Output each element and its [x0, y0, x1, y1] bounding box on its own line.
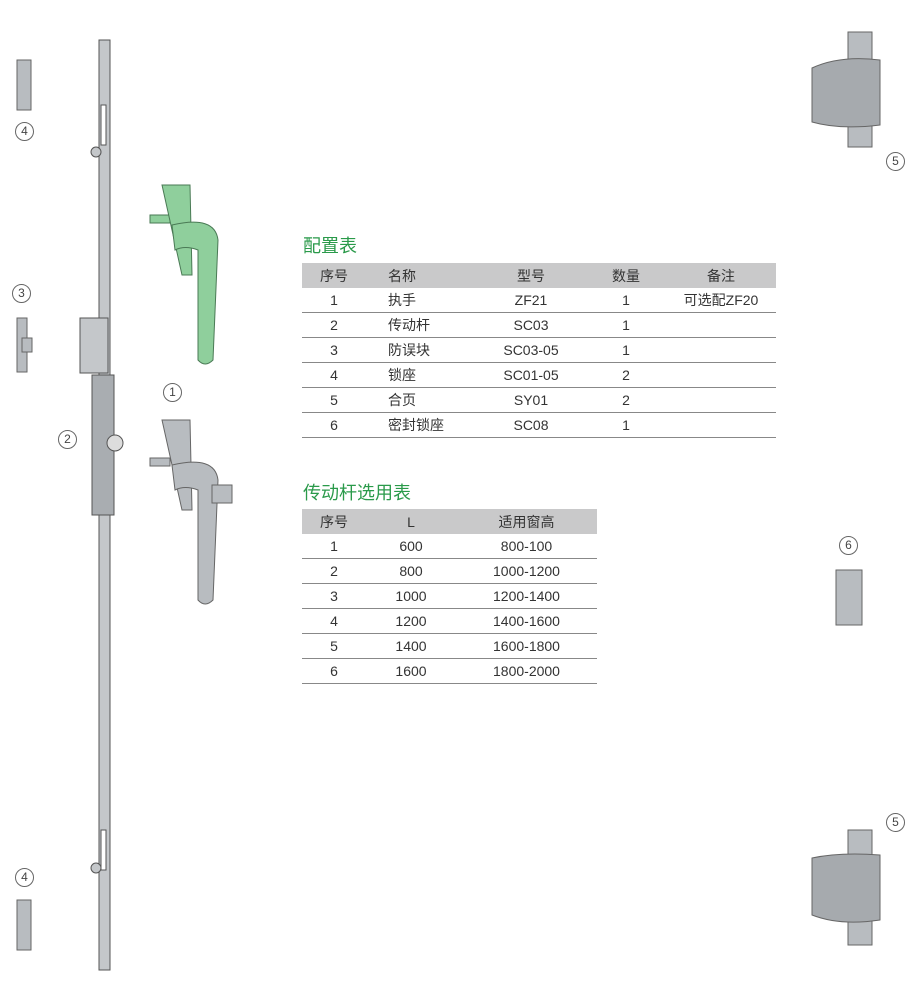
table-cell: 1400: [366, 633, 456, 659]
table-cell: 3: [302, 337, 366, 363]
handle-green: [149, 184, 219, 365]
table-cell: 2: [586, 387, 666, 413]
table-cell: 密封锁座: [366, 412, 476, 438]
table-cell: 1: [586, 312, 666, 338]
table-cell: 1400-1600: [456, 608, 597, 634]
table-cell: [666, 387, 776, 413]
lock-seat-top: [16, 59, 32, 111]
table-cell: 锁座: [366, 362, 476, 388]
table-cell: 执手: [366, 288, 476, 313]
table-cell: 传动杆: [366, 312, 476, 338]
table-cell: [666, 312, 776, 338]
table-cell: 800: [366, 558, 456, 584]
table-cell: 1200: [366, 608, 456, 634]
table-cell: 2: [586, 362, 666, 388]
table-cell: 800-100: [456, 534, 597, 559]
table-cell: SC03-05: [476, 337, 586, 363]
table-header-row: 序号 L 适用窗高: [302, 509, 597, 534]
config-table-title: 配置表: [303, 236, 357, 256]
table-cell: SC01-05: [476, 362, 586, 388]
table-cell: 1: [302, 288, 366, 313]
callout-2: 2: [58, 430, 77, 449]
transmission-rod: [79, 39, 124, 971]
table-cell: [666, 412, 776, 438]
header-cell: 备注: [666, 263, 776, 288]
anti-misoperation-block: [16, 317, 33, 373]
handle-grey-with-key: [149, 419, 233, 605]
callout-4-top: 4: [15, 122, 34, 141]
table-cell: 6: [302, 658, 366, 684]
header-cell: 序号: [302, 263, 366, 288]
table-cell: 1: [302, 534, 366, 559]
table-cell: 1200-1400: [456, 583, 597, 609]
table-cell: [666, 362, 776, 388]
callout-6: 6: [839, 536, 858, 555]
table-cell: 4: [302, 608, 366, 634]
table-cell: 1600: [366, 658, 456, 684]
table-cell: 1800-2000: [456, 658, 597, 684]
header-cell: 型号: [476, 263, 586, 288]
table-cell: 3: [302, 583, 366, 609]
table-cell: ZF21: [476, 288, 586, 313]
table-cell: 5: [302, 633, 366, 659]
sealing-lock-seat: [835, 569, 863, 626]
table-cell: 1000: [366, 583, 456, 609]
table-cell: 1: [586, 412, 666, 438]
hinge-bottom: [811, 829, 881, 946]
table-cell: 可选配ZF20: [666, 288, 776, 313]
table-cell: 4: [302, 362, 366, 388]
table-cell: 1: [586, 337, 666, 363]
table-cell: 1600-1800: [456, 633, 597, 659]
header-cell: 名称: [366, 263, 476, 288]
table-cell: 2: [302, 312, 366, 338]
table-cell: SY01: [476, 387, 586, 413]
table-cell: 1: [586, 288, 666, 313]
table-cell: [666, 337, 776, 363]
header-cell: 序号: [302, 509, 366, 534]
callout-1: 1: [163, 383, 182, 402]
table-cell: 2: [302, 558, 366, 584]
rod-table-title: 传动杆选用表: [303, 483, 411, 503]
callout-5-bottom: 5: [886, 813, 905, 832]
header-cell: L: [366, 509, 456, 534]
table-cell: 600: [366, 534, 456, 559]
table-cell: 合页: [366, 387, 476, 413]
table-header-row: 序号 名称 型号 数量 备注: [302, 263, 776, 288]
table-cell: SC08: [476, 412, 586, 438]
header-cell: 数量: [586, 263, 666, 288]
callout-5-top: 5: [886, 152, 905, 171]
callout-4-bottom: 4: [15, 868, 34, 887]
table-cell: 6: [302, 412, 366, 438]
table-cell: 防误块: [366, 337, 476, 363]
header-cell: 适用窗高: [456, 509, 597, 534]
hinge-top: [811, 31, 881, 148]
callout-3: 3: [12, 284, 31, 303]
table-cell: SC03: [476, 312, 586, 338]
table-cell: 1000-1200: [456, 558, 597, 584]
lock-seat-bottom: [16, 899, 32, 951]
table-cell: 5: [302, 387, 366, 413]
